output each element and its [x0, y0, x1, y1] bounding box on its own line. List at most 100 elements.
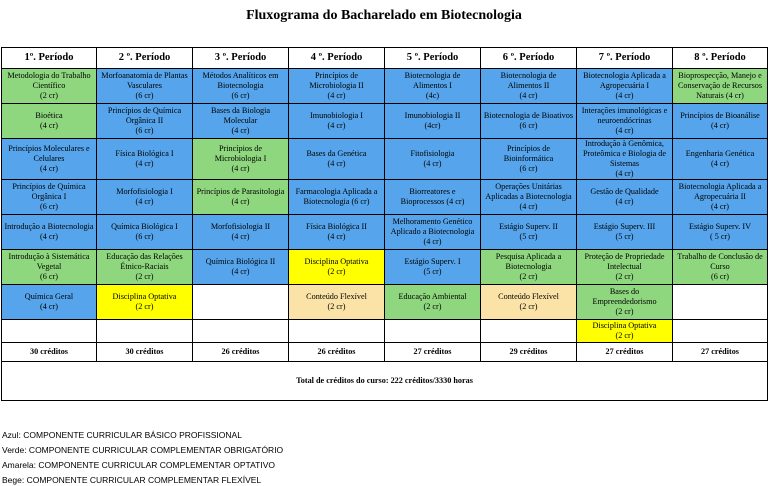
course-cell: Estágio Superv. IV( 5 cr): [672, 214, 768, 250]
course-cell: Pesquisa Aplicada a Biotecnologia(2 cr): [480, 249, 577, 285]
course-name: Interações imunológicas e neuroendócrina…: [581, 106, 668, 125]
course-name: Princípios de Parasitologia: [196, 187, 285, 196]
course-cell: Bioprospecção, Manejo e Conservação de R…: [672, 68, 768, 104]
course-cell: Imunobiologia II(4cr): [384, 103, 481, 139]
empty-cell: [384, 319, 481, 343]
course-name: Gestão de Qualidade: [590, 187, 659, 196]
course-name: Disciplina Optativa: [112, 292, 177, 301]
course-credits: (5 cr): [615, 232, 634, 241]
course-cell: Interações imunológicas e neuroendócrina…: [576, 103, 673, 139]
course-row: Metodologia do Trabalho Científico(2 cr)…: [1, 68, 768, 104]
course-cell: Introdução a Biotecnologia(4 cr): [1, 214, 97, 250]
legend-amarela: Amarela: COMPONENTE CURRICULAR COMPLEMEN…: [2, 460, 275, 470]
course-name: Imunobiologia II: [404, 111, 461, 120]
course-credits: (6 cr): [135, 91, 154, 100]
course-name: Educação Ambiental: [398, 292, 467, 301]
empty-cell: [192, 319, 289, 343]
period-total: 26 créditos: [192, 342, 289, 362]
course-credits: (2 cr): [135, 302, 154, 311]
course-credits: (4 cr): [711, 202, 729, 211]
course-row: Bioética(4 cr)Princípios de Química Orgâ…: [1, 103, 768, 139]
course-cell: Conteúdo Flexível(2 cr): [480, 284, 577, 320]
totals-row: 30 créditos 30 créditos 26 créditos 26 c…: [1, 342, 768, 362]
empty-cell: [480, 319, 577, 343]
course-credits: (2 cr): [135, 272, 154, 281]
period-total: 27 créditos: [672, 342, 768, 362]
course-row: Disciplina Optativa(2 cr): [1, 319, 768, 343]
course-name: Estágio Superv. II: [499, 222, 558, 231]
course-name: Proteção de Propriedade Intelectual: [584, 252, 665, 271]
course-credits: (4 cr): [519, 202, 538, 211]
course-cell: Biotecnologia de Bioativos(6 cr): [480, 103, 577, 139]
course-cell: Trabalho de Conclusão de Curso(6 cr): [672, 249, 768, 285]
course-name: Metodologia do Trabalho Científico: [7, 71, 91, 90]
course-name: Princípios Moleculares e Celulares: [8, 144, 90, 163]
course-credits: (4 cr): [135, 197, 154, 206]
period-header: 8 º. Período: [672, 47, 768, 69]
course-credits: (4 cr): [40, 302, 58, 311]
legend-bege: Bege: COMPONENTE CURRICULAR COMPLEMENTAR…: [2, 475, 262, 485]
course-credits: (6 cr): [231, 91, 250, 100]
course-credits: (2 cr): [519, 272, 538, 281]
course-cell: Melhoramento Genético Aplicado a Biotecn…: [384, 214, 481, 250]
course-name: Química Biológica I: [111, 222, 178, 231]
course-name: Pesquisa Aplicada a Biotecnologia: [495, 252, 562, 271]
course-cell: Princípios de Microbiologia I(4 cr): [192, 138, 289, 180]
course-name: Estágio Superv. IV: [688, 222, 751, 231]
empty-cell: [672, 284, 768, 320]
course-name: Estágio Superv. I: [404, 257, 461, 266]
course-cell: Física Biológica II(4 cr): [288, 214, 385, 250]
course-name: Princípios de Química Orgânica II: [107, 106, 182, 125]
course-name: Imunobiologia I: [310, 111, 363, 120]
course-credits: (6 cr): [519, 164, 538, 173]
course-credits: (2 cr): [519, 302, 538, 311]
course-cell: Educação Ambiental(2 cr): [384, 284, 481, 320]
course-row: Química Geral(4 cr)Disciplina Optativa(2…: [1, 284, 768, 320]
course-cell: Princípios de Química Orgânica II(6 cr): [96, 103, 193, 139]
course-credits: (5 cr): [519, 232, 538, 241]
course-credits: (4cr): [424, 121, 441, 130]
course-credits: (4 cr): [231, 126, 250, 135]
course-cell: Princípios de Parasitologia(4 cr): [192, 179, 289, 215]
course-name: Biotecnologia Aplicada a Agropecuária I: [583, 71, 666, 90]
period-total: 29 créditos: [480, 342, 577, 362]
course-name: Educação das Relações Étnico-Raciais: [106, 252, 183, 271]
course-credits: (2 cr): [327, 302, 346, 311]
course-name: Bases da Genética: [306, 149, 367, 158]
course-cell: Morfofisiologia I(4 cr): [96, 179, 193, 215]
course-credits: (4 cr): [711, 159, 729, 168]
course-cell: Princípios de Bioinformática(6 cr): [480, 138, 577, 180]
course-cell: Disciplina Optativa(2 cr): [288, 249, 385, 285]
course-credits: (4 cr): [711, 121, 729, 130]
course-credits: (4 cr): [423, 237, 442, 246]
course-credits: (4 cr): [519, 91, 538, 100]
course-credits: (2 cr): [615, 331, 634, 340]
course-credits: (4 cr): [231, 197, 250, 206]
course-cell: Morfoanatomia de Plantas Vasculares(6 cr…: [96, 68, 193, 104]
course-row: Princípios de Química Orgânica I(6 cr)Mo…: [1, 179, 768, 215]
course-credits: (4c): [425, 91, 440, 100]
course-cell: Biotecnologia Aplicada a Agropecuária II…: [672, 179, 768, 215]
course-credits: (6 cr): [135, 232, 154, 241]
course-credits: (2 cr): [40, 91, 58, 100]
course-name: Morfofisiologia II: [210, 222, 271, 231]
empty-cell: [1, 319, 97, 343]
course-cell: Introdução à Genômica, Proteômica e Biol…: [576, 138, 673, 180]
course-name: Conteúdo Flexível: [498, 292, 559, 301]
empty-cell: [96, 319, 193, 343]
course-name: Física Biológica I: [115, 149, 174, 158]
course-name: Conteúdo Flexível: [306, 292, 367, 301]
course-credits: (5 cr): [423, 267, 442, 276]
course-cell: Princípios de Bioanálise(4 cr): [672, 103, 768, 139]
course-name: Farmacologia Aplicada a Biotecnologia (6…: [295, 187, 378, 206]
course-credits: (6 cr): [711, 272, 729, 281]
course-cell: Biotecnologia de Alimentos II(4 cr): [480, 68, 577, 104]
course-name: Fitofisiologia: [410, 149, 455, 158]
legend-azul: Azul: COMPONENTE CURRICULAR BÁSICO PROFI…: [2, 430, 242, 440]
course-cell: Educação das Relações Étnico-Raciais(2 c…: [96, 249, 193, 285]
course-credits: (2 cr): [615, 307, 634, 316]
course-name: Princípios de Química Orgânica I: [12, 182, 86, 201]
curriculum-table: 1º. Período 2 º. Período 3 º. Período 4 …: [1, 47, 768, 401]
course-credits: (4 cr): [40, 164, 58, 173]
legend-verde: Verde: COMPONENTE CURRICULAR COMPLEMENTA…: [2, 445, 284, 455]
